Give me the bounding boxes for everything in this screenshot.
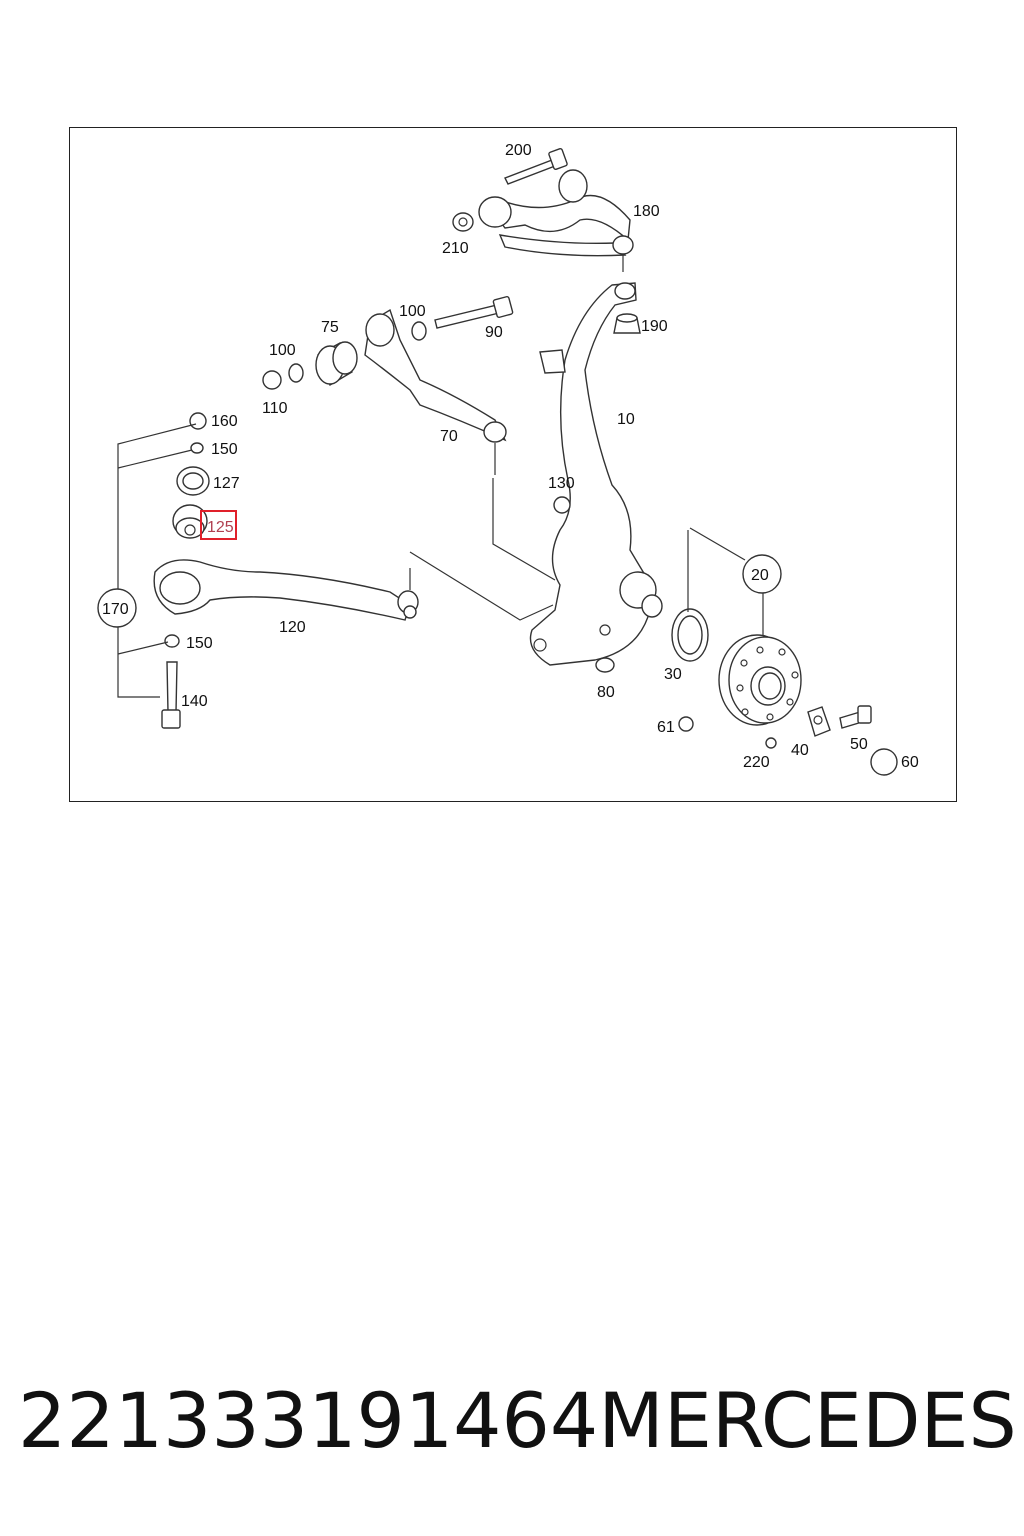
- screw: [839, 705, 872, 729]
- label-125: 125: [207, 519, 234, 536]
- leader-lines: [117, 423, 764, 698]
- label-150-upper: 150: [211, 441, 238, 458]
- label-100-lower: 100: [269, 342, 296, 359]
- label-50: 50: [850, 736, 868, 753]
- bolt: [504, 148, 568, 185]
- steering-knuckle: [529, 282, 663, 666]
- highlight-box: [200, 510, 237, 540]
- upper-control-arm: [478, 169, 634, 272]
- tension-strut: [364, 308, 507, 475]
- nut: [452, 212, 474, 232]
- label-170: 170: [102, 601, 129, 618]
- label-200: 200: [505, 142, 532, 159]
- lower-control-arm: [153, 559, 419, 621]
- bushing-bearing: [172, 504, 208, 539]
- label-150-lower: 150: [186, 635, 213, 652]
- label-80: 80: [597, 684, 615, 701]
- label-210: 210: [442, 240, 469, 257]
- rubber-cap: [613, 313, 641, 334]
- label-61: 61: [657, 719, 675, 736]
- label-190: 190: [641, 318, 668, 335]
- label-220: 220: [743, 754, 770, 771]
- label-160: 160: [211, 413, 238, 430]
- label-30: 30: [664, 666, 682, 683]
- label-90: 90: [485, 324, 503, 341]
- label-110: 110: [262, 400, 288, 417]
- label-127: 127: [213, 475, 240, 492]
- label-60: 60: [901, 754, 919, 771]
- nut-and-washer: [164, 412, 207, 648]
- label-20: 20: [751, 567, 769, 584]
- label-120: 120: [279, 619, 306, 636]
- label-100-upper: 100: [399, 303, 426, 320]
- wheel-hub: [718, 634, 802, 726]
- label-140: 140: [181, 693, 208, 710]
- label-180: 180: [633, 203, 660, 220]
- callout-circle: [742, 554, 782, 594]
- bushing-ring: [176, 466, 210, 496]
- shaft-seal: [671, 608, 709, 662]
- washers-and-nut: [262, 321, 427, 390]
- label-70: 70: [440, 428, 458, 445]
- brand-name: MERCEDES: [598, 1375, 1017, 1465]
- rubber-bushing: [315, 341, 358, 387]
- dust-cap: [870, 748, 898, 776]
- callout-circle: [97, 588, 137, 628]
- label-130: 130: [548, 475, 575, 492]
- diagram-frame: [69, 127, 957, 802]
- sensor-clip: [807, 706, 831, 737]
- part-number: 221333191464: [18, 1375, 599, 1465]
- long-bolt: [434, 295, 514, 329]
- small-nut: [553, 496, 777, 749]
- label-75: 75: [321, 319, 339, 336]
- label-40: 40: [791, 742, 809, 759]
- label-10: 10: [617, 411, 635, 428]
- lower-bolt: [161, 661, 181, 729]
- footer: 221333191464 MERCEDES: [18, 1375, 1017, 1465]
